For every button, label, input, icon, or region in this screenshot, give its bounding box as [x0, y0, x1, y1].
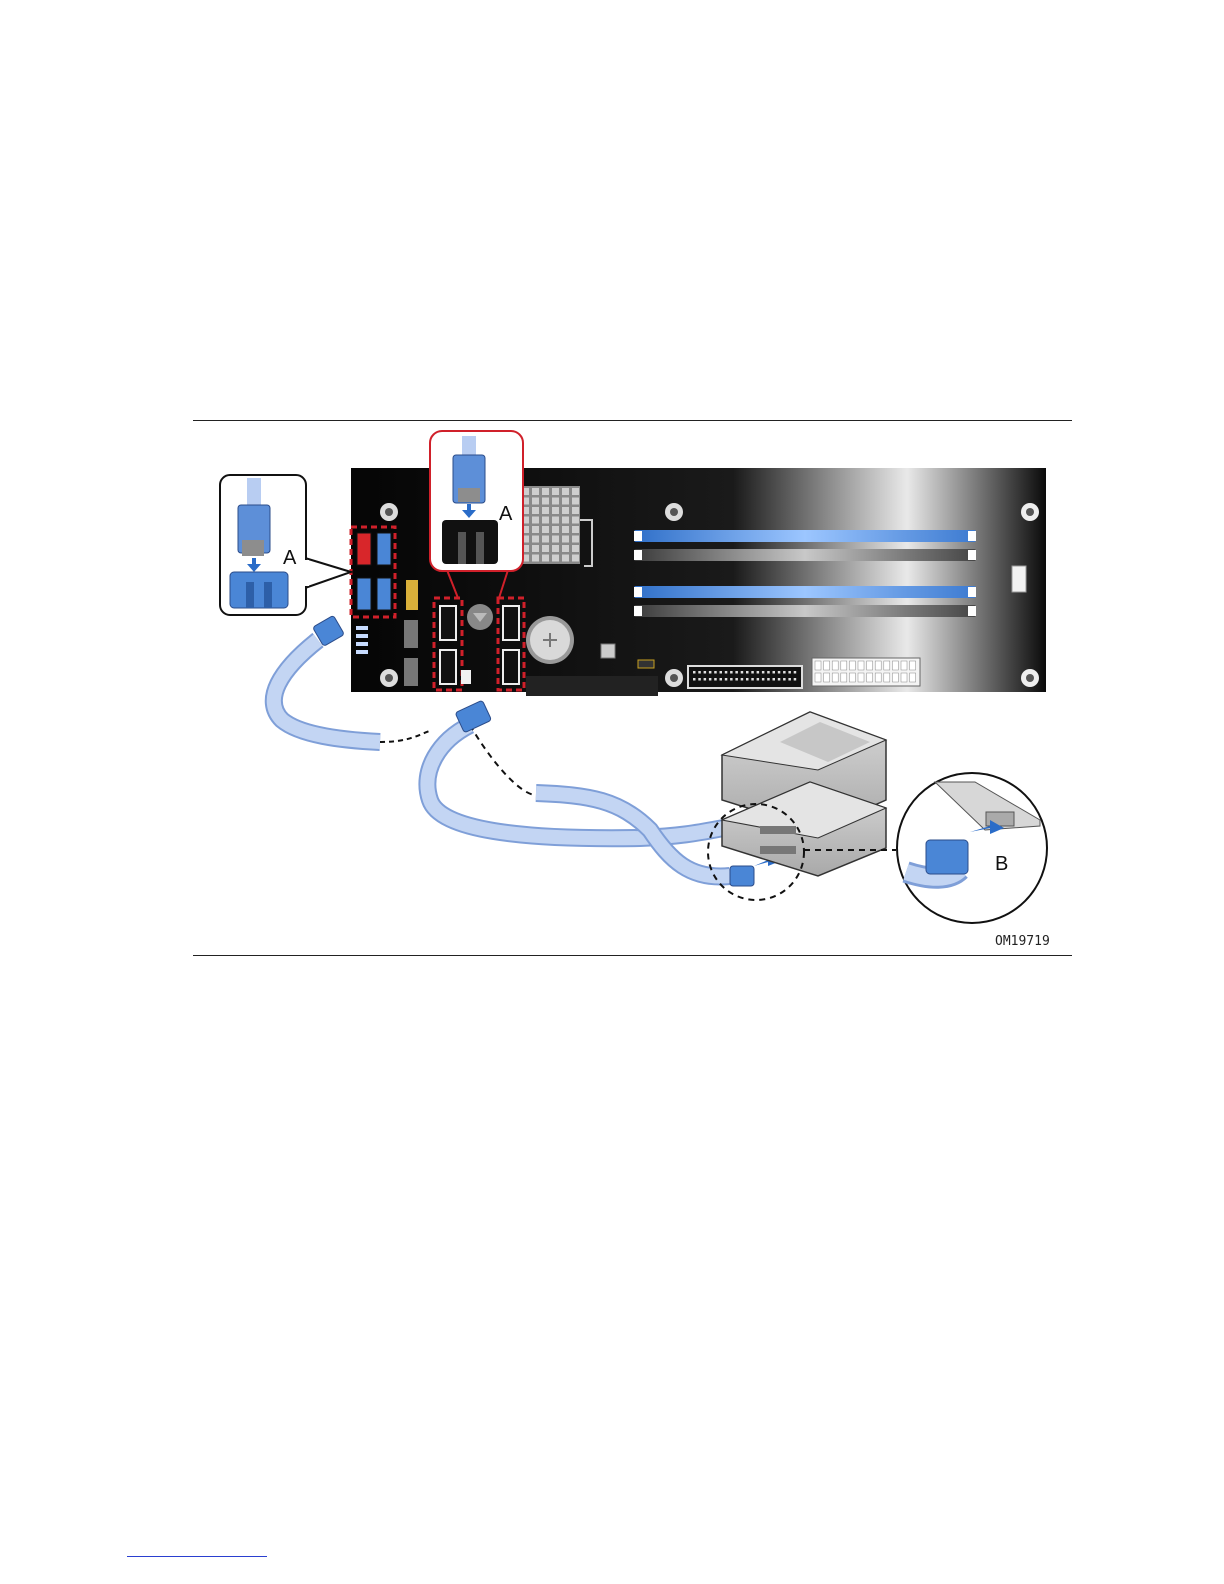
footnote-separator	[127, 1556, 267, 1557]
callout-b-label: B	[995, 853, 1008, 875]
callout-a-left-label: A	[283, 547, 297, 569]
callout-a-top-label: A	[499, 503, 513, 525]
cmos-battery-icon	[526, 616, 574, 664]
callout-b: B	[897, 773, 1047, 923]
figure-id: OM19719	[995, 934, 1050, 949]
callout-a-left: A	[220, 475, 351, 615]
ide-connector	[688, 666, 802, 688]
